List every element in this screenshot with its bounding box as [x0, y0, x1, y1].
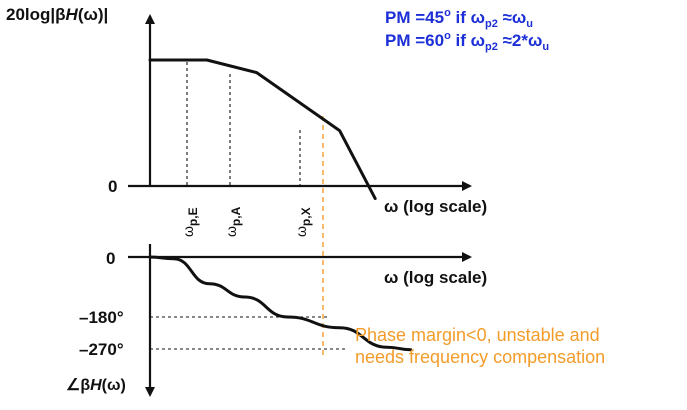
phase-ylabel-symbol: ∠ — [66, 377, 80, 394]
pole-x-label-sub: p,X — [299, 207, 313, 226]
magnitude-ylabel-italic: H — [66, 5, 79, 24]
pm1-sub: p2 — [485, 18, 498, 30]
phase-ytick-180: –180° — [79, 308, 124, 327]
phase-margin-annotation-line2: needs frequency compensation — [355, 347, 605, 367]
pm1-tail: ≈ω — [498, 8, 526, 27]
phase-ytick-270: –270° — [79, 340, 124, 359]
pole-e-label: ωp,E — [180, 207, 200, 237]
magnitude-ylabel-prefix: 20log|β — [6, 5, 66, 24]
pole-a-label: ωp,A — [223, 206, 243, 237]
pole-a-label-main: ω — [223, 226, 239, 237]
magnitude-x-axis-label: ω (log scale) — [384, 197, 487, 216]
pole-e-label-main: ω — [180, 226, 196, 237]
pm2-sub: p2 — [485, 41, 498, 53]
pm2-sub2: u — [542, 41, 549, 53]
phase-x-axis-label: ω (log scale) — [384, 268, 487, 287]
pm-note-line1: PM =45o if ωp2 ≈ωu — [385, 7, 533, 30]
magnitude-ylabel-suffix: (ω)| — [78, 5, 108, 24]
phase-y-axis-label: ∠βH(ω) — [66, 377, 126, 394]
pm1-sub2: u — [526, 18, 533, 30]
pm1-deg: o — [444, 7, 451, 19]
phase-ylabel-suffix: (ω) — [102, 377, 126, 394]
pm1-mid: if ω — [451, 8, 485, 27]
magnitude-curve — [148, 58, 377, 201]
phase-ylabel-italic: H — [90, 377, 102, 394]
pm2-deg: o — [444, 30, 451, 42]
pm1-main: PM =45 — [385, 8, 444, 27]
pm2-main: PM =60 — [385, 31, 444, 50]
pm2-mid: if ω — [451, 31, 485, 50]
magnitude-ytick-0: 0 — [108, 177, 117, 196]
pole-e-label-sub: p,E — [186, 207, 200, 226]
phase-ylabel-prefix: β — [80, 377, 90, 394]
pole-x-label: ωp,X — [293, 207, 313, 237]
pole-x-label-main: ω — [293, 226, 309, 237]
pm-note-line2: PM =60o if ωp2 ≈2*ωu — [385, 30, 549, 53]
pm2-tail: ≈2*ω — [498, 31, 542, 50]
pole-a-label-sub: p,A — [229, 206, 243, 226]
magnitude-y-axis-label: 20log|βH(ω)| — [6, 5, 108, 24]
phase-margin-annotation-line1: Phase margin<0, unstable and — [355, 325, 600, 345]
phase-curve — [148, 255, 413, 352]
phase-ytick-0: 0 — [106, 249, 115, 268]
